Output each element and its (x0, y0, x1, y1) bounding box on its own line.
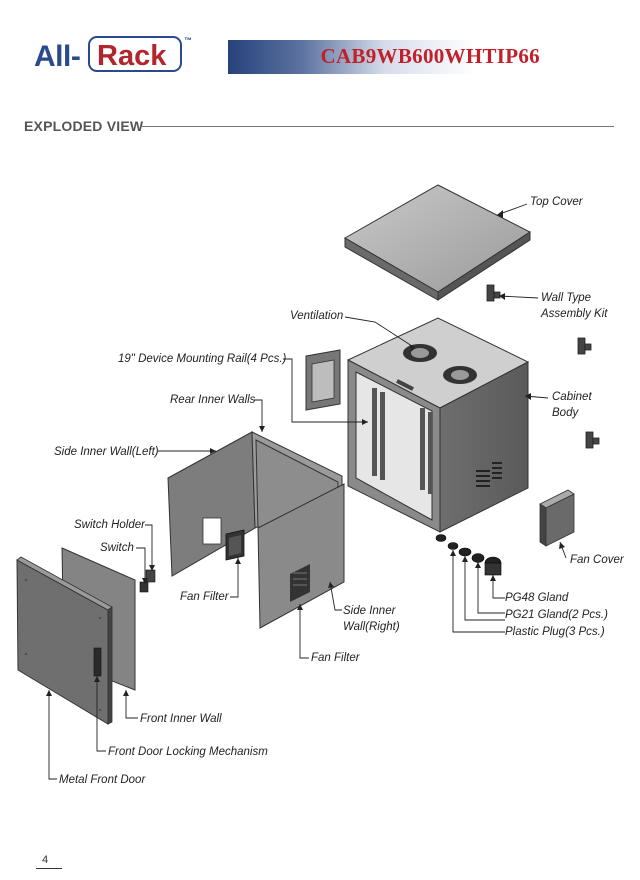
metal-front-door (16, 556, 113, 725)
section-title: EXPLODED VIEW (24, 118, 144, 134)
label-front-inner-wall: Front Inner Wall (140, 713, 222, 725)
cable-glands (435, 534, 502, 576)
label-mounting-rail: 19" Device Mounting Rail(4 Pcs.) (118, 353, 287, 365)
label-plastic-plug: Plastic Plug(3 Pcs.) (505, 626, 605, 638)
leader-arrowheads (46, 210, 565, 696)
section-divider (142, 126, 614, 127)
label-rear-inner-walls: Rear Inner Walls (170, 394, 256, 406)
label-wall-type: Wall Type (541, 292, 592, 304)
label-pg21-gland: PG21 Gland(2 Pcs.) (505, 609, 608, 621)
top-cover (343, 184, 531, 301)
side-inner-wall-right (257, 483, 345, 629)
logo-text-rack: Rack (97, 40, 167, 72)
label-pg48-gland: PG48 Gland (505, 592, 569, 604)
label-locking-mechanism: Front Door Locking Mechanism (108, 746, 268, 758)
switch-holder (139, 569, 156, 593)
logo-frame (88, 36, 182, 72)
leader-lines (48, 203, 567, 780)
label-fan-cover: Fan Cover (570, 554, 624, 566)
label-cabinet: Cabinet (552, 391, 592, 403)
brand-logo: All- Rack ™ (34, 34, 204, 78)
label-wall-right: Wall(Right) (343, 621, 400, 633)
wall-bracket-kit (486, 284, 600, 449)
logo-text-all: All- (34, 40, 81, 73)
rear-mounting-frame (305, 349, 341, 411)
page-number: 4 (42, 854, 49, 866)
label-body: Body (552, 407, 579, 419)
label-assembly-kit: Assembly Kit (541, 308, 608, 320)
title-banner: CAB9WB600WHTIP66 (228, 40, 640, 74)
label-switch: Switch (100, 542, 134, 554)
label-fan-filter-left: Fan Filter (180, 591, 229, 603)
label-fan-filter-right: Fan Filter (311, 652, 360, 664)
page-number-underline (36, 868, 62, 869)
label-top-cover: Top Cover (530, 196, 583, 208)
label-side-inner-wall-left: Side Inner Wall(Left) (54, 446, 159, 458)
fan-filter-left (225, 529, 245, 561)
model-number: CAB9WB600WHTIP66 (320, 44, 540, 68)
label-side-inner: Side Inner (343, 605, 396, 617)
label-switch-holder: Switch Holder (74, 519, 145, 531)
logo-trademark: ™ (184, 36, 192, 45)
label-ventilation: Ventilation (290, 310, 344, 322)
cabinet-body (346, 317, 530, 533)
label-metal-front-door: Metal Front Door (59, 774, 146, 786)
fan-cover (539, 489, 575, 547)
